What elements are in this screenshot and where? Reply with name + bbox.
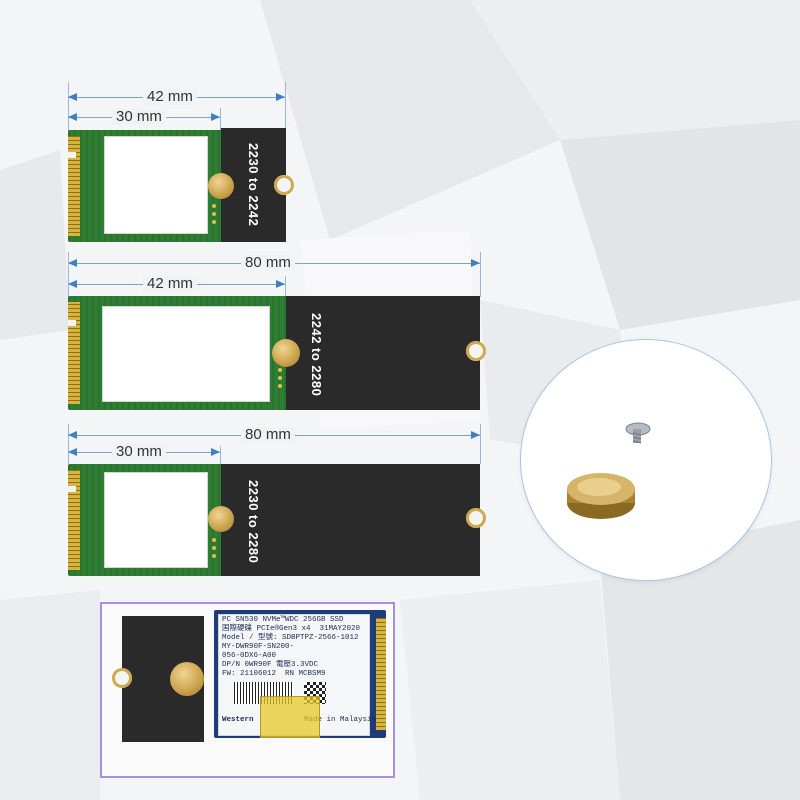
extension-line [220,108,221,132]
extension-line [480,252,481,297]
dimension-label: 30 mm [112,109,166,125]
ssd-label-line: Model / 型號: SDBPTPZ-2566-1012 [222,634,359,642]
brass-standoff [272,339,300,367]
ssd-label-line: PC SN530 NVMe™WDC 256GB SSD [222,616,344,624]
ssd-label-line: DP/N 0WR90F 電壓3.3VDC [222,661,319,669]
brass-standoff [208,506,234,532]
screw-hole [466,508,486,528]
plate-label: 2230 to 2280 [246,480,261,564]
extension-line [285,82,286,132]
extension-plate-2230-to-2242 [208,128,294,242]
dimension-label: 80 mm [241,255,295,271]
extension-plate-2230-to-2280 [208,464,486,576]
ssd-brand: Western [222,716,254,724]
plate-label: 2230 to 2242 [246,143,261,227]
screw-hole [274,175,294,195]
western-digital-ssd: PC SN530 NVMe™WDC 256GB SSD 国際硬碟 PCIe®Ge… [214,610,386,738]
ssd-2242-board [68,296,288,410]
extension-plate [112,616,204,742]
ssd-2230-board [68,130,223,242]
extension-line [68,424,69,464]
screw-hole [466,341,486,361]
dimension-label: 42 mm [143,89,197,105]
extension-line [480,424,481,464]
brass-standoff [170,662,204,696]
extension-line [68,82,69,132]
extension-line [220,446,221,464]
ssd-2230-board [68,464,223,576]
extension-line [285,276,286,296]
plate-label: 2242 to 2280 [309,313,324,397]
extension-plate-2242-to-2280 [272,296,486,410]
ssd-label-line: MY-DWR90F-SN200- [222,643,295,651]
extension-line [68,252,69,297]
product-photo-frame: PC SN530 NVMe™WDC 256GB SSD 国際硬碟 PCIe®Ge… [100,602,395,778]
ssd-label-line: 国際硬碟 PCIe®Gen3 x4 31MAY2020 [222,625,361,633]
dimension-label: 30 mm [112,444,166,460]
screw-icon [625,422,651,444]
ssd-label-line: FW: 21106012 RN MCBSM9 [222,670,326,678]
screw-hole [112,668,132,688]
dimension-label: 42 mm [143,276,197,292]
brass-standoff [208,173,234,199]
yellow-tape [260,696,320,738]
parts-detail-circle [521,340,771,580]
dimension-label: 80 mm [241,427,295,443]
brass-standoff-icon [567,473,635,519]
ssd-label-line: 056-0DX6-A00 [222,652,277,660]
